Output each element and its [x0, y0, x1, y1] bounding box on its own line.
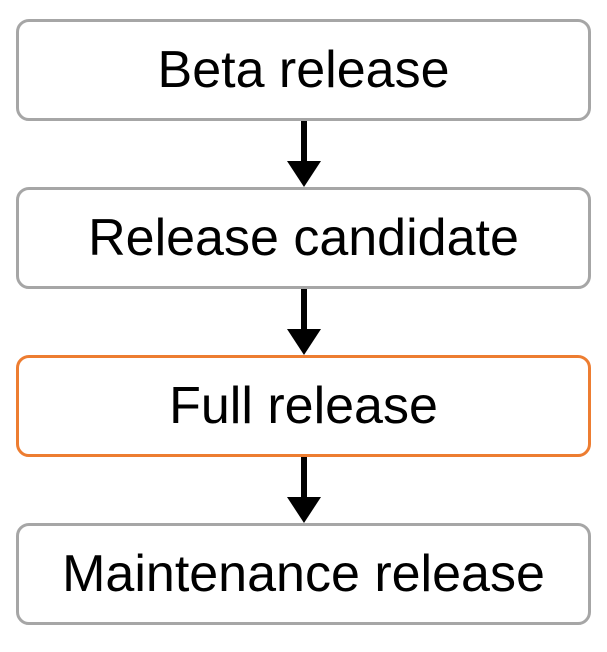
node-full-release: Full release	[16, 355, 591, 457]
node-beta-release: Beta release	[16, 19, 591, 121]
arrow-down-icon	[286, 289, 321, 355]
node-maintenance-release: Maintenance release	[16, 523, 591, 625]
arrow-down-icon	[286, 121, 321, 187]
release-flowchart: Beta release Release candidate Full rele…	[0, 19, 607, 625]
node-full-release-label: Full release	[169, 377, 438, 435]
node-release-candidate: Release candidate	[16, 187, 591, 289]
node-maintenance-release-label: Maintenance release	[62, 545, 545, 603]
arrow-down-icon	[286, 457, 321, 523]
node-beta-release-label: Beta release	[157, 41, 450, 99]
node-release-candidate-label: Release candidate	[88, 209, 519, 267]
